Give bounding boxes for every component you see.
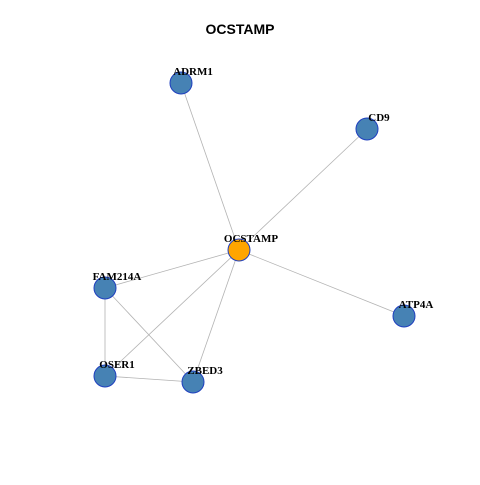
node-zbed3: ZBED3 [181,365,223,394]
node-adrm1: ADRM1 [169,66,213,95]
node-circle-oser1 [93,364,117,388]
node-circle-cd9 [355,117,379,141]
node-label-oser1: OSER1 [99,359,134,371]
edge-ocstamp-zbed3 [192,249,240,383]
node-circle-fam214a [93,276,117,300]
node-label-adrm1: ADRM1 [173,66,213,78]
node-label-cd9: CD9 [368,112,390,124]
edge-oser1-zbed3 [104,375,194,383]
node-fam214a: FAM214A [93,271,142,300]
edge-ocstamp-adrm1 [180,82,240,251]
edge-layer [104,82,405,383]
node-atp4a: ATP4A [392,299,434,328]
node-label-fam214a: FAM214A [93,271,142,283]
node-label-ocstamp: OCSTAMP [224,233,278,245]
node-circle-ocstamp [227,238,251,262]
node-circle-adrm1 [169,71,193,95]
node-circle-atp4a [392,304,416,328]
edge-ocstamp-oser1 [104,249,240,377]
node-circle-zbed3 [181,370,205,394]
node-ocstamp: OCSTAMP [224,233,278,262]
edge-fam214a-zbed3 [104,287,194,383]
node-oser1: OSER1 [93,359,135,388]
node-cd9: CD9 [355,112,390,141]
edge-ocstamp-fam214a [104,249,240,289]
edge-ocstamp-atp4a [238,249,405,317]
node-label-zbed3: ZBED3 [187,365,223,377]
node-label-atp4a: ATP4A [399,299,434,311]
diagram-title: OCSTAMP [205,21,275,37]
edge-ocstamp-cd9 [238,128,368,251]
